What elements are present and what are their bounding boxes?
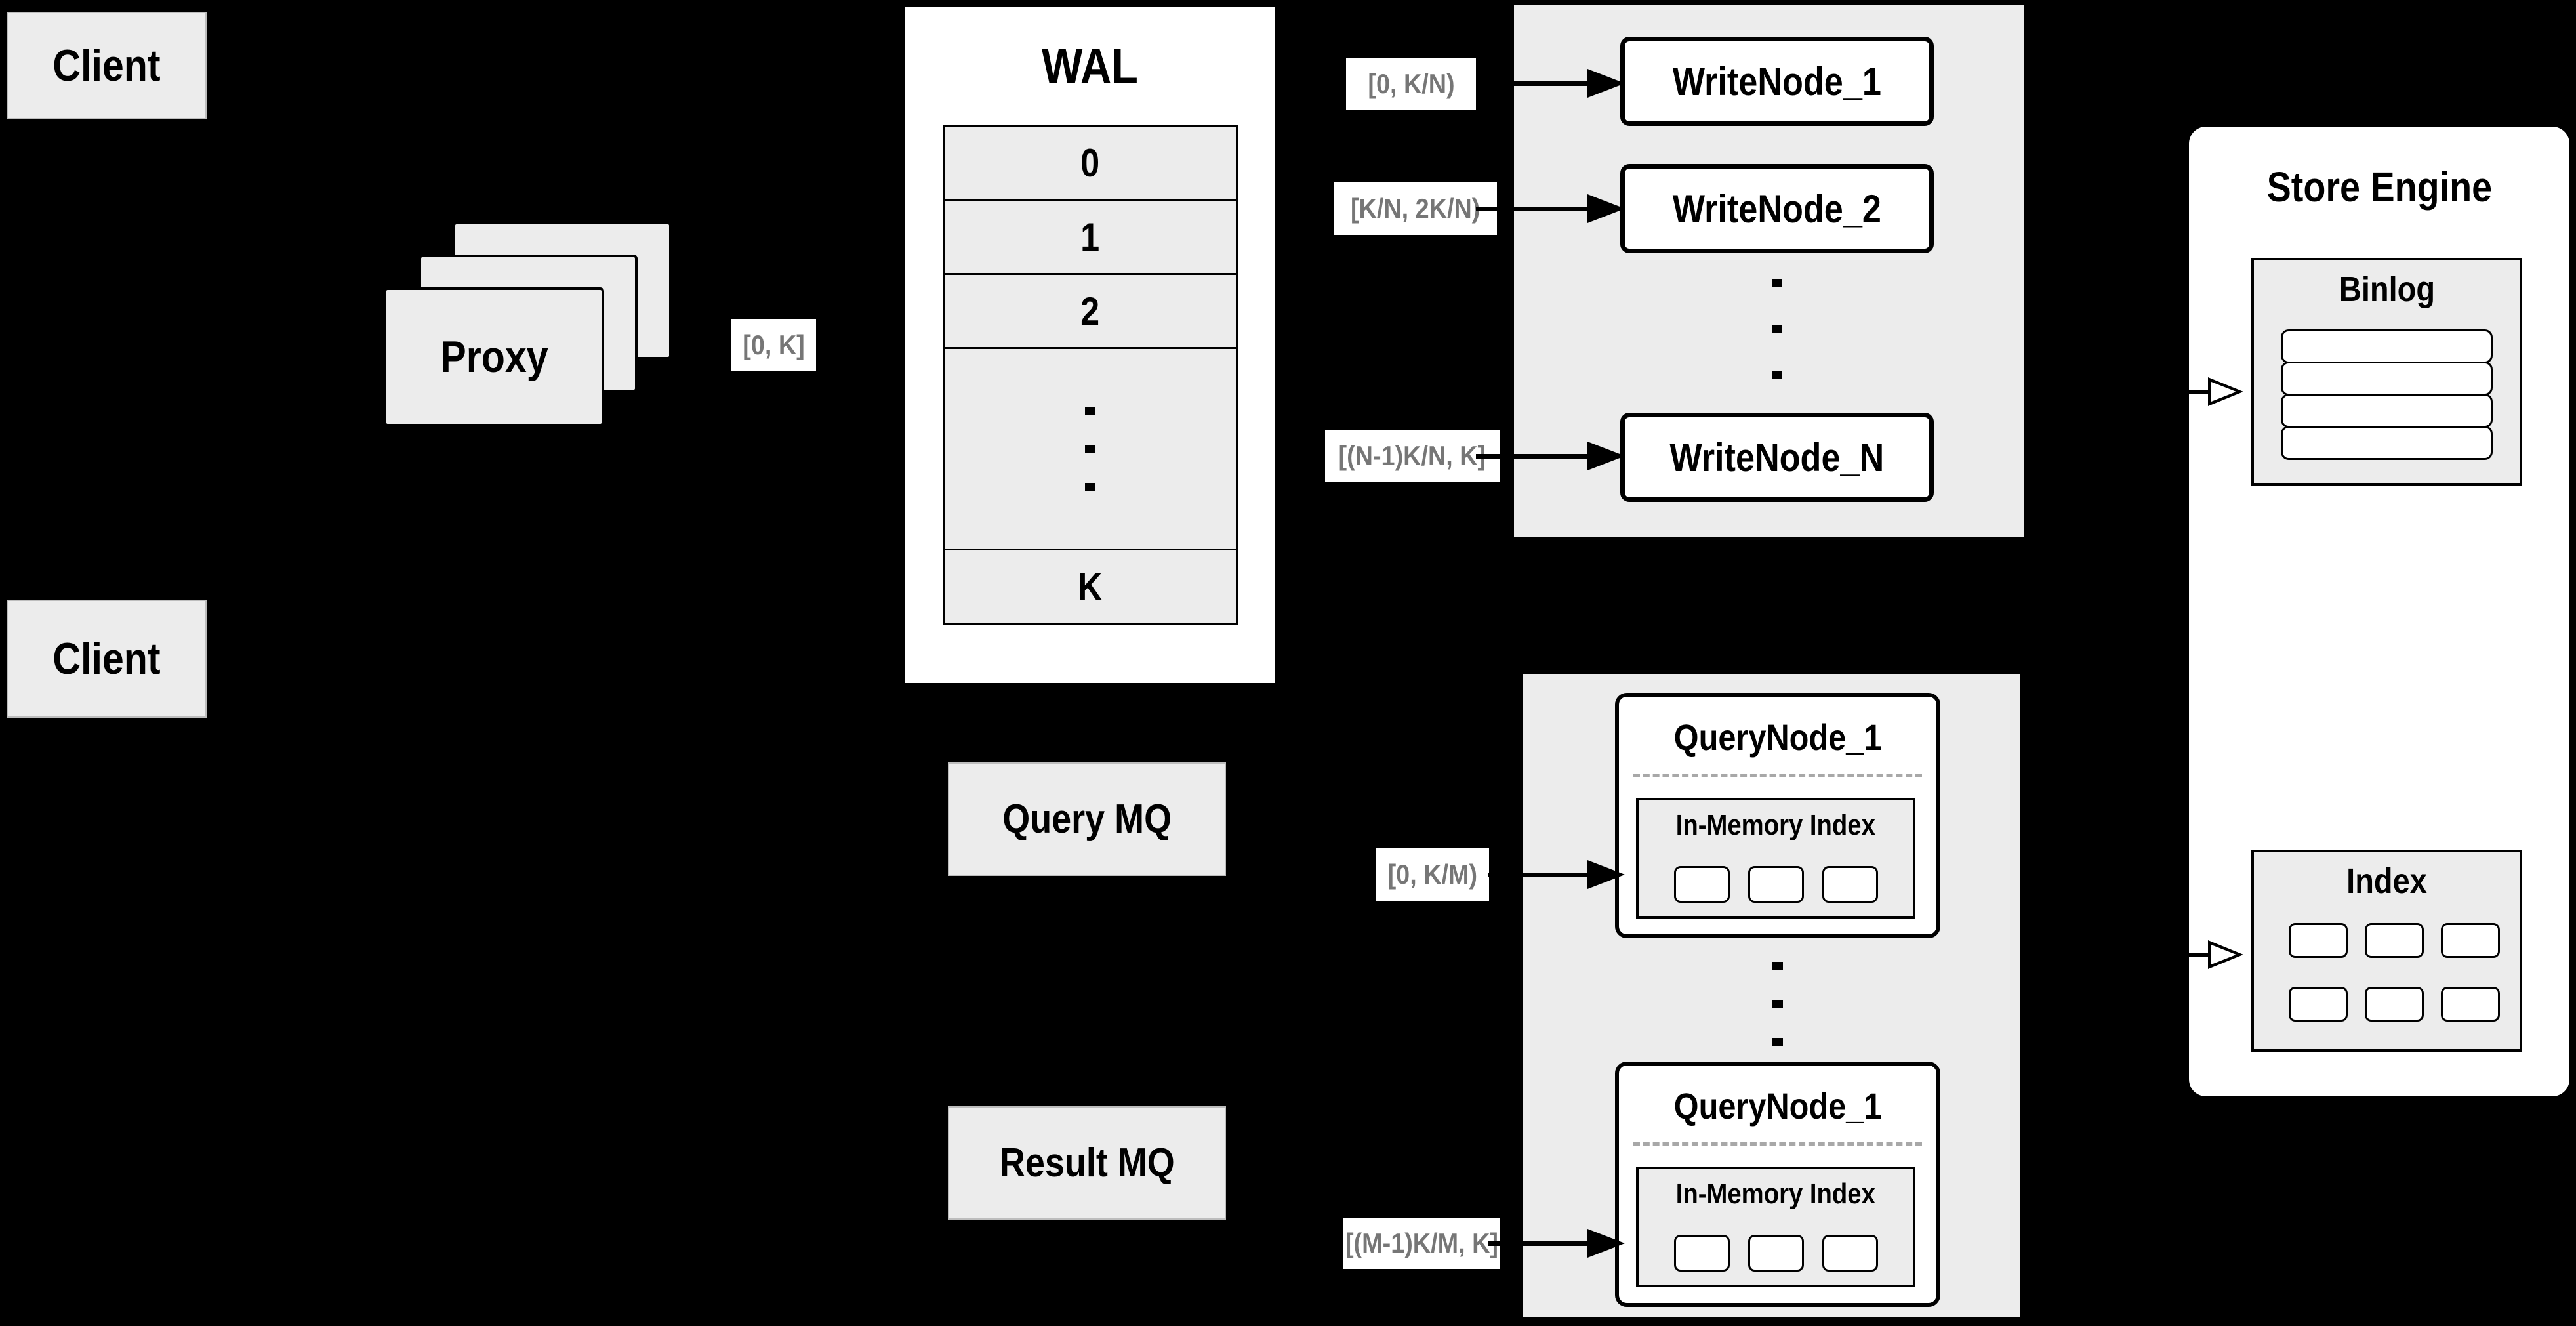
- ellipsis-dot: [1085, 445, 1095, 453]
- binlog-row: [2281, 426, 2493, 460]
- index-cell: [2289, 987, 2348, 1022]
- memory-segment-cells: [1639, 1235, 1913, 1272]
- in-memory-index-box: In-Memory Index: [1636, 1167, 1915, 1287]
- query-node-1: QueryNode_1 In-Memory Index: [1615, 693, 1940, 938]
- binlog-box: Binlog: [2251, 258, 2522, 486]
- querynode-divider: [1633, 774, 1922, 777]
- memory-segment-cell: [1673, 866, 1730, 903]
- index-cell: [2441, 987, 2500, 1022]
- binlog-row: [2281, 329, 2493, 363]
- ellipsis-dot: [1772, 1000, 1783, 1008]
- binlog-row: [2281, 362, 2493, 396]
- index-cell: [2441, 923, 2500, 958]
- write-range-label-3: [(N-1)K/N, K]: [1325, 430, 1500, 482]
- wal-title: WAL: [1041, 38, 1138, 94]
- proxy-label: Proxy: [440, 332, 548, 382]
- write-node-2: WriteNode_2: [1620, 164, 1934, 253]
- memory-segment-cell: [1748, 866, 1804, 903]
- binlog-rows: [2281, 329, 2493, 460]
- index-cell: [2365, 923, 2424, 958]
- store-engine-panel: Store Engine Binlog Index: [2189, 127, 2569, 1096]
- query-node-title: QueryNode_1: [1673, 1085, 1882, 1127]
- in-memory-index-title: In-Memory Index: [1675, 809, 1876, 841]
- ellipsis-dot: [1772, 1038, 1783, 1046]
- binlog-title: Binlog: [2339, 270, 2435, 309]
- wal-segment-row: 1: [943, 199, 1238, 275]
- querynode-divider: [1633, 1142, 1922, 1146]
- query-range-label-1: [0, K/M): [1376, 848, 1489, 901]
- wal-segment-table: 0 1 2 K: [943, 125, 1238, 625]
- proxy-range-label: [0, K]: [731, 319, 816, 371]
- ellipsis-dot: [1085, 483, 1095, 491]
- client-top-label: Client: [52, 41, 161, 91]
- wal-segment-row: 2: [943, 273, 1238, 349]
- memory-segment-cell: [1822, 1235, 1878, 1272]
- memory-segment-cell: [1748, 1235, 1804, 1272]
- proxy-card: Proxy: [384, 287, 604, 426]
- result-mq-box: Result MQ: [948, 1106, 1226, 1220]
- memory-segment-cell: [1822, 866, 1878, 903]
- index-box: Index: [2251, 850, 2522, 1052]
- write-node-1: WriteNode_1: [1620, 37, 1934, 126]
- wal-segment-row: 0: [943, 125, 1238, 201]
- memory-segment-cell: [1673, 1235, 1730, 1272]
- wal-ellipsis-row: [943, 347, 1238, 550]
- client-bottom-label: Client: [52, 634, 161, 684]
- wal-panel: WAL 0 1 2 K: [902, 5, 1277, 686]
- index-title: Index: [2346, 861, 2427, 901]
- wal-segment-row-k: K: [943, 549, 1238, 625]
- write-node-n: WriteNode_N: [1620, 413, 1934, 502]
- client-box-top: Client: [7, 12, 207, 119]
- index-cell: [2365, 987, 2424, 1022]
- in-memory-index-title: In-Memory Index: [1675, 1178, 1876, 1210]
- memory-segment-cells: [1639, 866, 1913, 903]
- write-range-label-2: [K/N, 2K/N): [1334, 182, 1497, 235]
- ellipsis-dot: [1772, 325, 1782, 333]
- client-box-bottom: Client: [7, 600, 207, 718]
- store-engine-title: Store Engine: [2266, 163, 2492, 211]
- ellipsis-dot: [1772, 962, 1783, 970]
- in-memory-index-box: In-Memory Index: [1636, 798, 1915, 919]
- ellipsis-dot: [1772, 279, 1782, 287]
- ellipsis-dot: [1085, 407, 1095, 415]
- index-cell: [2289, 923, 2348, 958]
- index-grid: [2289, 923, 2500, 1022]
- binlog-row: [2281, 394, 2493, 428]
- write-range-label-1: [0, K/N): [1346, 58, 1476, 110]
- query-mq-box: Query MQ: [948, 762, 1226, 876]
- query-node-2: QueryNode_1 In-Memory Index: [1615, 1062, 1940, 1307]
- query-node-title: QueryNode_1: [1673, 716, 1882, 758]
- ellipsis-dot: [1772, 371, 1782, 379]
- query-range-label-2: [(M-1)K/M, K]: [1343, 1218, 1500, 1269]
